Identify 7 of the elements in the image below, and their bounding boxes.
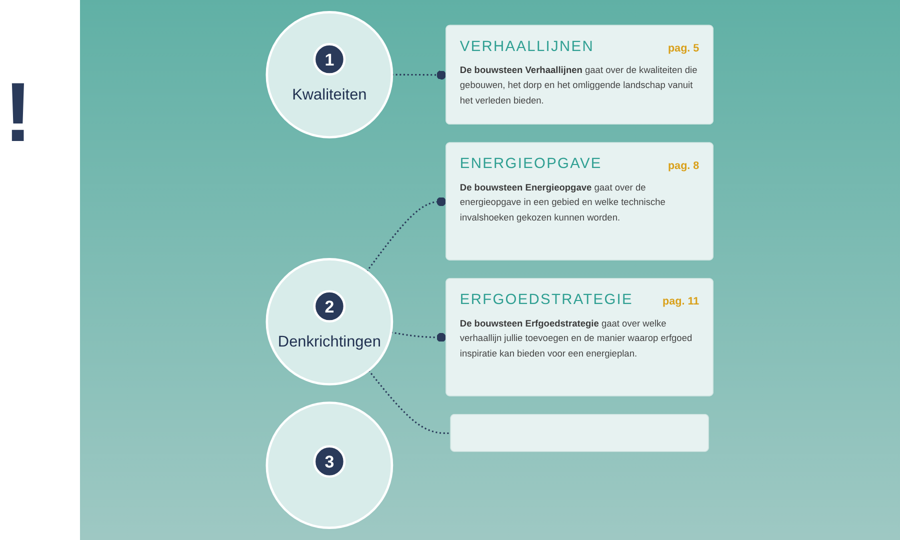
- node-circle: 2 Denkrichtingen: [266, 258, 394, 386]
- connector: [390, 332, 446, 342]
- connector: [366, 196, 446, 272]
- node-circle: 1 Kwaliteiten: [266, 11, 394, 138]
- exclamation-mark: !: [4, 70, 32, 154]
- node-circle: 3: [266, 402, 394, 529]
- connector: [368, 370, 452, 434]
